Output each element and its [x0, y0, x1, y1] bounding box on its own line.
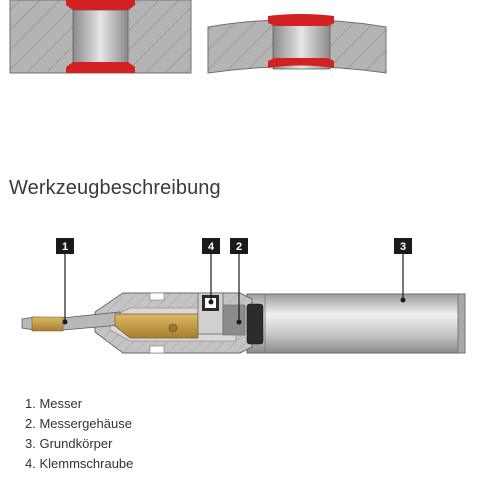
callout-4-label: 4	[208, 241, 215, 253]
callout-3: 3	[394, 238, 412, 254]
top-seal-ring	[66, 0, 135, 10]
parts-list-item: 2. Messergehäuse	[25, 416, 132, 431]
cross-section-figures	[9, 0, 387, 74]
callout-2-label: 2	[236, 241, 242, 253]
collar-ring	[246, 303, 264, 345]
callout-1: 1	[56, 238, 74, 254]
parts-list-item: 1. Messer	[25, 396, 83, 411]
parts-list: 1. Messer 2. Messergehäuse 3. Grundkörpe…	[25, 394, 133, 474]
section-title: Werkzeugbeschreibung	[9, 177, 221, 199]
callout-4: 4	[202, 238, 220, 254]
curved-top-seal	[268, 14, 334, 26]
curved-bottom-seal	[268, 58, 334, 68]
callout-3-label: 3	[400, 241, 406, 253]
grundkoerper-shank	[246, 293, 466, 354]
leader-lines	[62, 253, 406, 325]
parts-list-item: 3. Grundkörper	[25, 436, 113, 451]
parts-list-item: 4. Klemmschraube	[25, 456, 134, 471]
callout-1-label: 1	[62, 241, 68, 253]
curved-section-drawing	[207, 14, 387, 74]
bottom-seal-ring	[66, 62, 135, 73]
callout-2: 2	[230, 238, 248, 254]
straight-section-drawing	[9, 0, 192, 74]
messer-blade	[21, 311, 199, 339]
